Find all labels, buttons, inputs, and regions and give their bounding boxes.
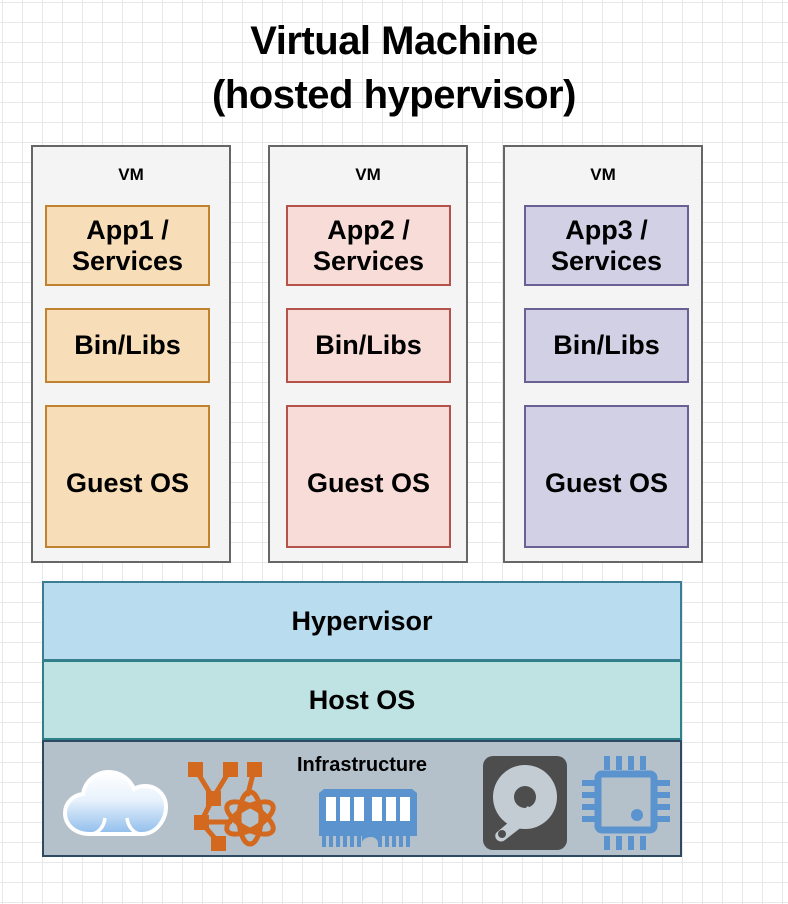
- title-line-2: (hosted hypervisor): [212, 73, 576, 117]
- vm-label-1: VM: [118, 165, 144, 184]
- infrastructure-label: Infrastructure: [296, 754, 428, 776]
- title-line-1: Virtual Machine: [250, 19, 538, 63]
- network-atom-icon: [178, 750, 288, 855]
- vm-label-2: VM: [355, 165, 381, 184]
- page-title: Virtual Machine (hosted hypervisor): [0, 14, 788, 122]
- vm-label-3: VM: [590, 165, 616, 184]
- bin-libs-box-3[interactable]: Bin/Libs: [524, 308, 689, 383]
- guest-os-box-2[interactable]: Guest OS: [286, 405, 451, 548]
- bin-libs-box-1[interactable]: Bin/Libs: [45, 308, 210, 383]
- cloud-icon: [60, 764, 170, 849]
- app-box-2[interactable]: App2 / Services: [286, 205, 451, 286]
- infrastructure-layer[interactable]: Infrastructure: [42, 740, 682, 857]
- guest-os-box-1[interactable]: Guest OS: [45, 405, 210, 548]
- bin-libs-box-2[interactable]: Bin/Libs: [286, 308, 451, 383]
- app-box-3[interactable]: App3 / Services: [524, 205, 689, 286]
- hypervisor-layer[interactable]: Hypervisor: [42, 581, 682, 661]
- app-box-1[interactable]: App1 / Services: [45, 205, 210, 286]
- memory-ram-icon: [316, 787, 420, 849]
- cpu-chip-icon: [580, 754, 672, 852]
- hard-disk-icon: [481, 754, 569, 852]
- guest-os-box-3[interactable]: Guest OS: [524, 405, 689, 548]
- host-os-layer[interactable]: Host OS: [42, 660, 682, 740]
